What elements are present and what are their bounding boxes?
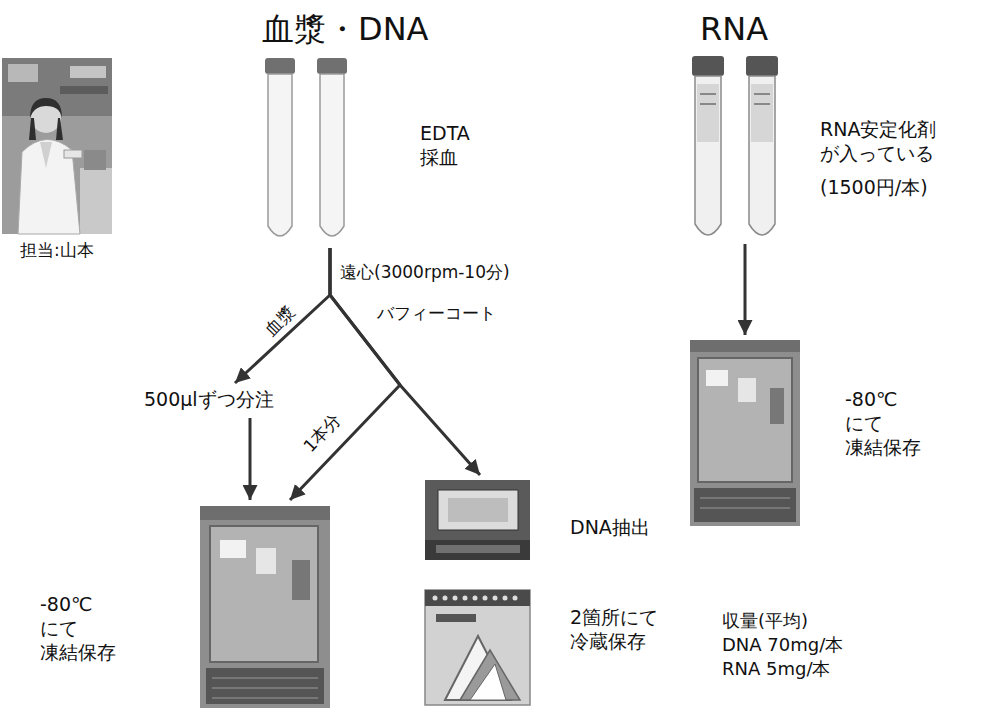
node-text: 500μlずつ分注 <box>144 388 274 412</box>
node-text: 2箇所にて 冷蔵保存 <box>570 606 658 654</box>
freezer <box>200 506 330 708</box>
freezer <box>690 340 800 526</box>
flow-arrow <box>744 244 747 335</box>
yield-note: RNA 5mg/本 <box>722 658 830 680</box>
node-text: DNA抽出 <box>570 516 650 540</box>
dna-extractor <box>425 480 530 560</box>
node-text: -80℃にて 凍結保存 <box>845 388 921 459</box>
node-text: (1500円/本) <box>820 176 928 200</box>
column-title: RNA <box>700 10 768 48</box>
step-note: 遠心(3000rpm-10分) <box>340 262 510 282</box>
cold-storage: 2箇所にて 冷蔵保存 <box>425 588 665 706</box>
node-text: -80℃にて 凍結保存 <box>40 593 116 664</box>
storage-box <box>425 590 530 705</box>
yield-note: 収量(平均) <box>722 610 808 632</box>
rna-tubes <box>692 56 778 235</box>
flow-arrow <box>235 248 330 383</box>
node-text: EDTA 採血 <box>420 122 470 170</box>
sample-tubes: EDTA 採血 <box>262 56 512 246</box>
edge-label: 血漿 <box>259 300 300 341</box>
rna-tubes-node: RNA安定化剤 が入っている (1500円/本) <box>688 54 978 242</box>
node-text: RNA安定化剤 が入っている <box>820 118 936 166</box>
flow-arrow <box>290 248 400 500</box>
freezer-storage: -80℃にて 凍結保存 <box>30 503 332 708</box>
edge-label: バフィーコート <box>375 303 498 323</box>
dna-extraction: DNA抽出 <box>425 478 656 562</box>
flow-arrow <box>249 418 252 500</box>
freezer-storage: -80℃にて 凍結保存 <box>688 338 958 528</box>
staff-photo <box>2 58 112 234</box>
flow-arrow <box>330 248 480 475</box>
staff-caption: 担当:山本 <box>20 240 94 260</box>
process-step: 500μlずつ分注 <box>140 386 280 416</box>
edta-tubes <box>265 58 347 236</box>
yield-note: DNA 70mg/本 <box>722 634 843 656</box>
column-title: 血漿・DNA <box>262 10 428 48</box>
